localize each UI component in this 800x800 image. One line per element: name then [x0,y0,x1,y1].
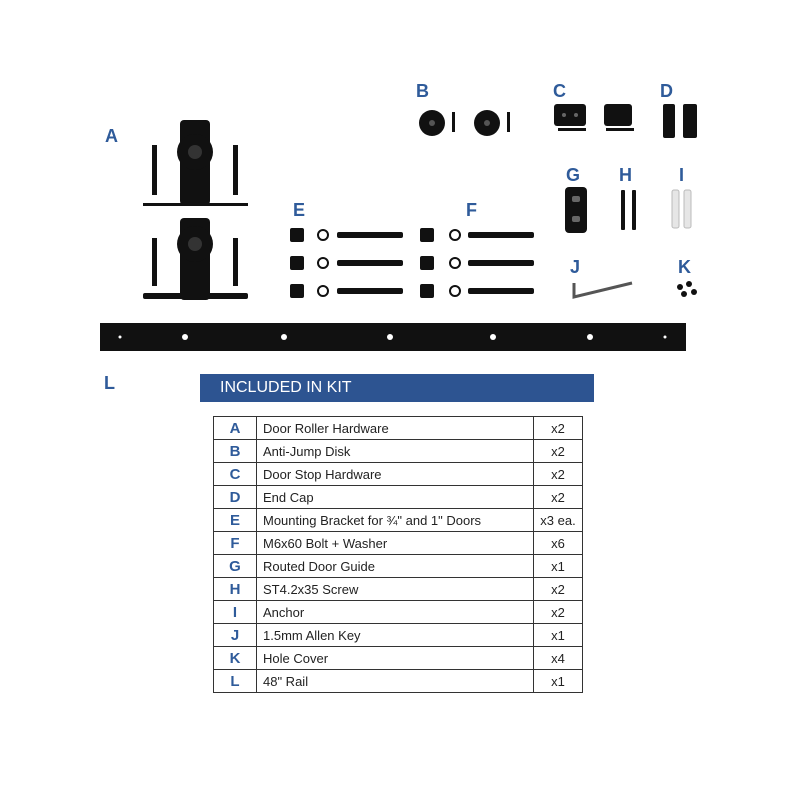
row-code: C [213,462,257,486]
row-qty: x1 [533,669,583,693]
row-code: E [213,508,257,532]
row-code: F [213,531,257,555]
rail [100,323,686,351]
kit-header: INCLUDED IN KIT [200,374,594,402]
door-roller-bottom [143,218,248,300]
label-b: B [416,81,429,101]
label-f: F [466,200,477,220]
screw [621,190,636,230]
row-name: Hole Cover [256,646,534,670]
door-roller-top [143,120,248,206]
row-code: A [213,416,257,440]
row-code: I [213,600,257,624]
row-qty: x2 [533,577,583,601]
label-j: J [570,257,581,277]
row-qty: x2 [533,600,583,624]
label-l: L [104,373,115,393]
row-qty: x2 [533,439,583,463]
label-e: E [293,200,306,220]
row-name: End Cap [256,485,534,509]
row-qty: x4 [533,646,583,670]
row-code: G [213,554,257,578]
row-name: 1.5mm Allen Key [256,623,534,647]
row-code: D [213,485,257,509]
end-cap [663,104,697,138]
row-name: Door Roller Hardware [256,416,534,440]
mounting-bracket [290,228,403,298]
row-qty: x1 [533,623,583,647]
label-a: A [105,126,118,146]
label-h: H [619,165,632,185]
label-c: C [553,81,566,101]
label-k: K [678,257,691,277]
row-name: Door Stop Hardware [256,462,534,486]
row-code: H [213,577,257,601]
label-d: D [660,81,673,101]
row-name: Anchor [256,600,534,624]
row-qty: x2 [533,462,583,486]
row-qty: x2 [533,416,583,440]
row-name: Routed Door Guide [256,554,534,578]
row-name: Anti-Jump Disk [256,439,534,463]
row-qty: x2 [533,485,583,509]
row-name: M6x60 Bolt + Washer [256,531,534,555]
row-qty: x3 ea. [533,508,583,532]
label-i: I [679,165,685,185]
row-name: 48" Rail [256,669,534,693]
bolt-washer [420,228,534,298]
row-code: J [213,623,257,647]
row-qty: x1 [533,554,583,578]
row-code: K [213,646,257,670]
door-stop [554,104,634,131]
row-qty: x6 [533,531,583,555]
row-code: B [213,439,257,463]
door-guide [565,187,587,233]
row-code: L [213,669,257,693]
anchor [671,189,692,229]
allen-key [572,281,633,299]
hole-cover [677,281,697,297]
label-g: G [566,165,581,185]
row-name: ST4.2x35 Screw [256,577,534,601]
row-name: Mounting Bracket for ¾" and 1" Doors [256,508,534,532]
anti-jump-disk [419,110,510,136]
